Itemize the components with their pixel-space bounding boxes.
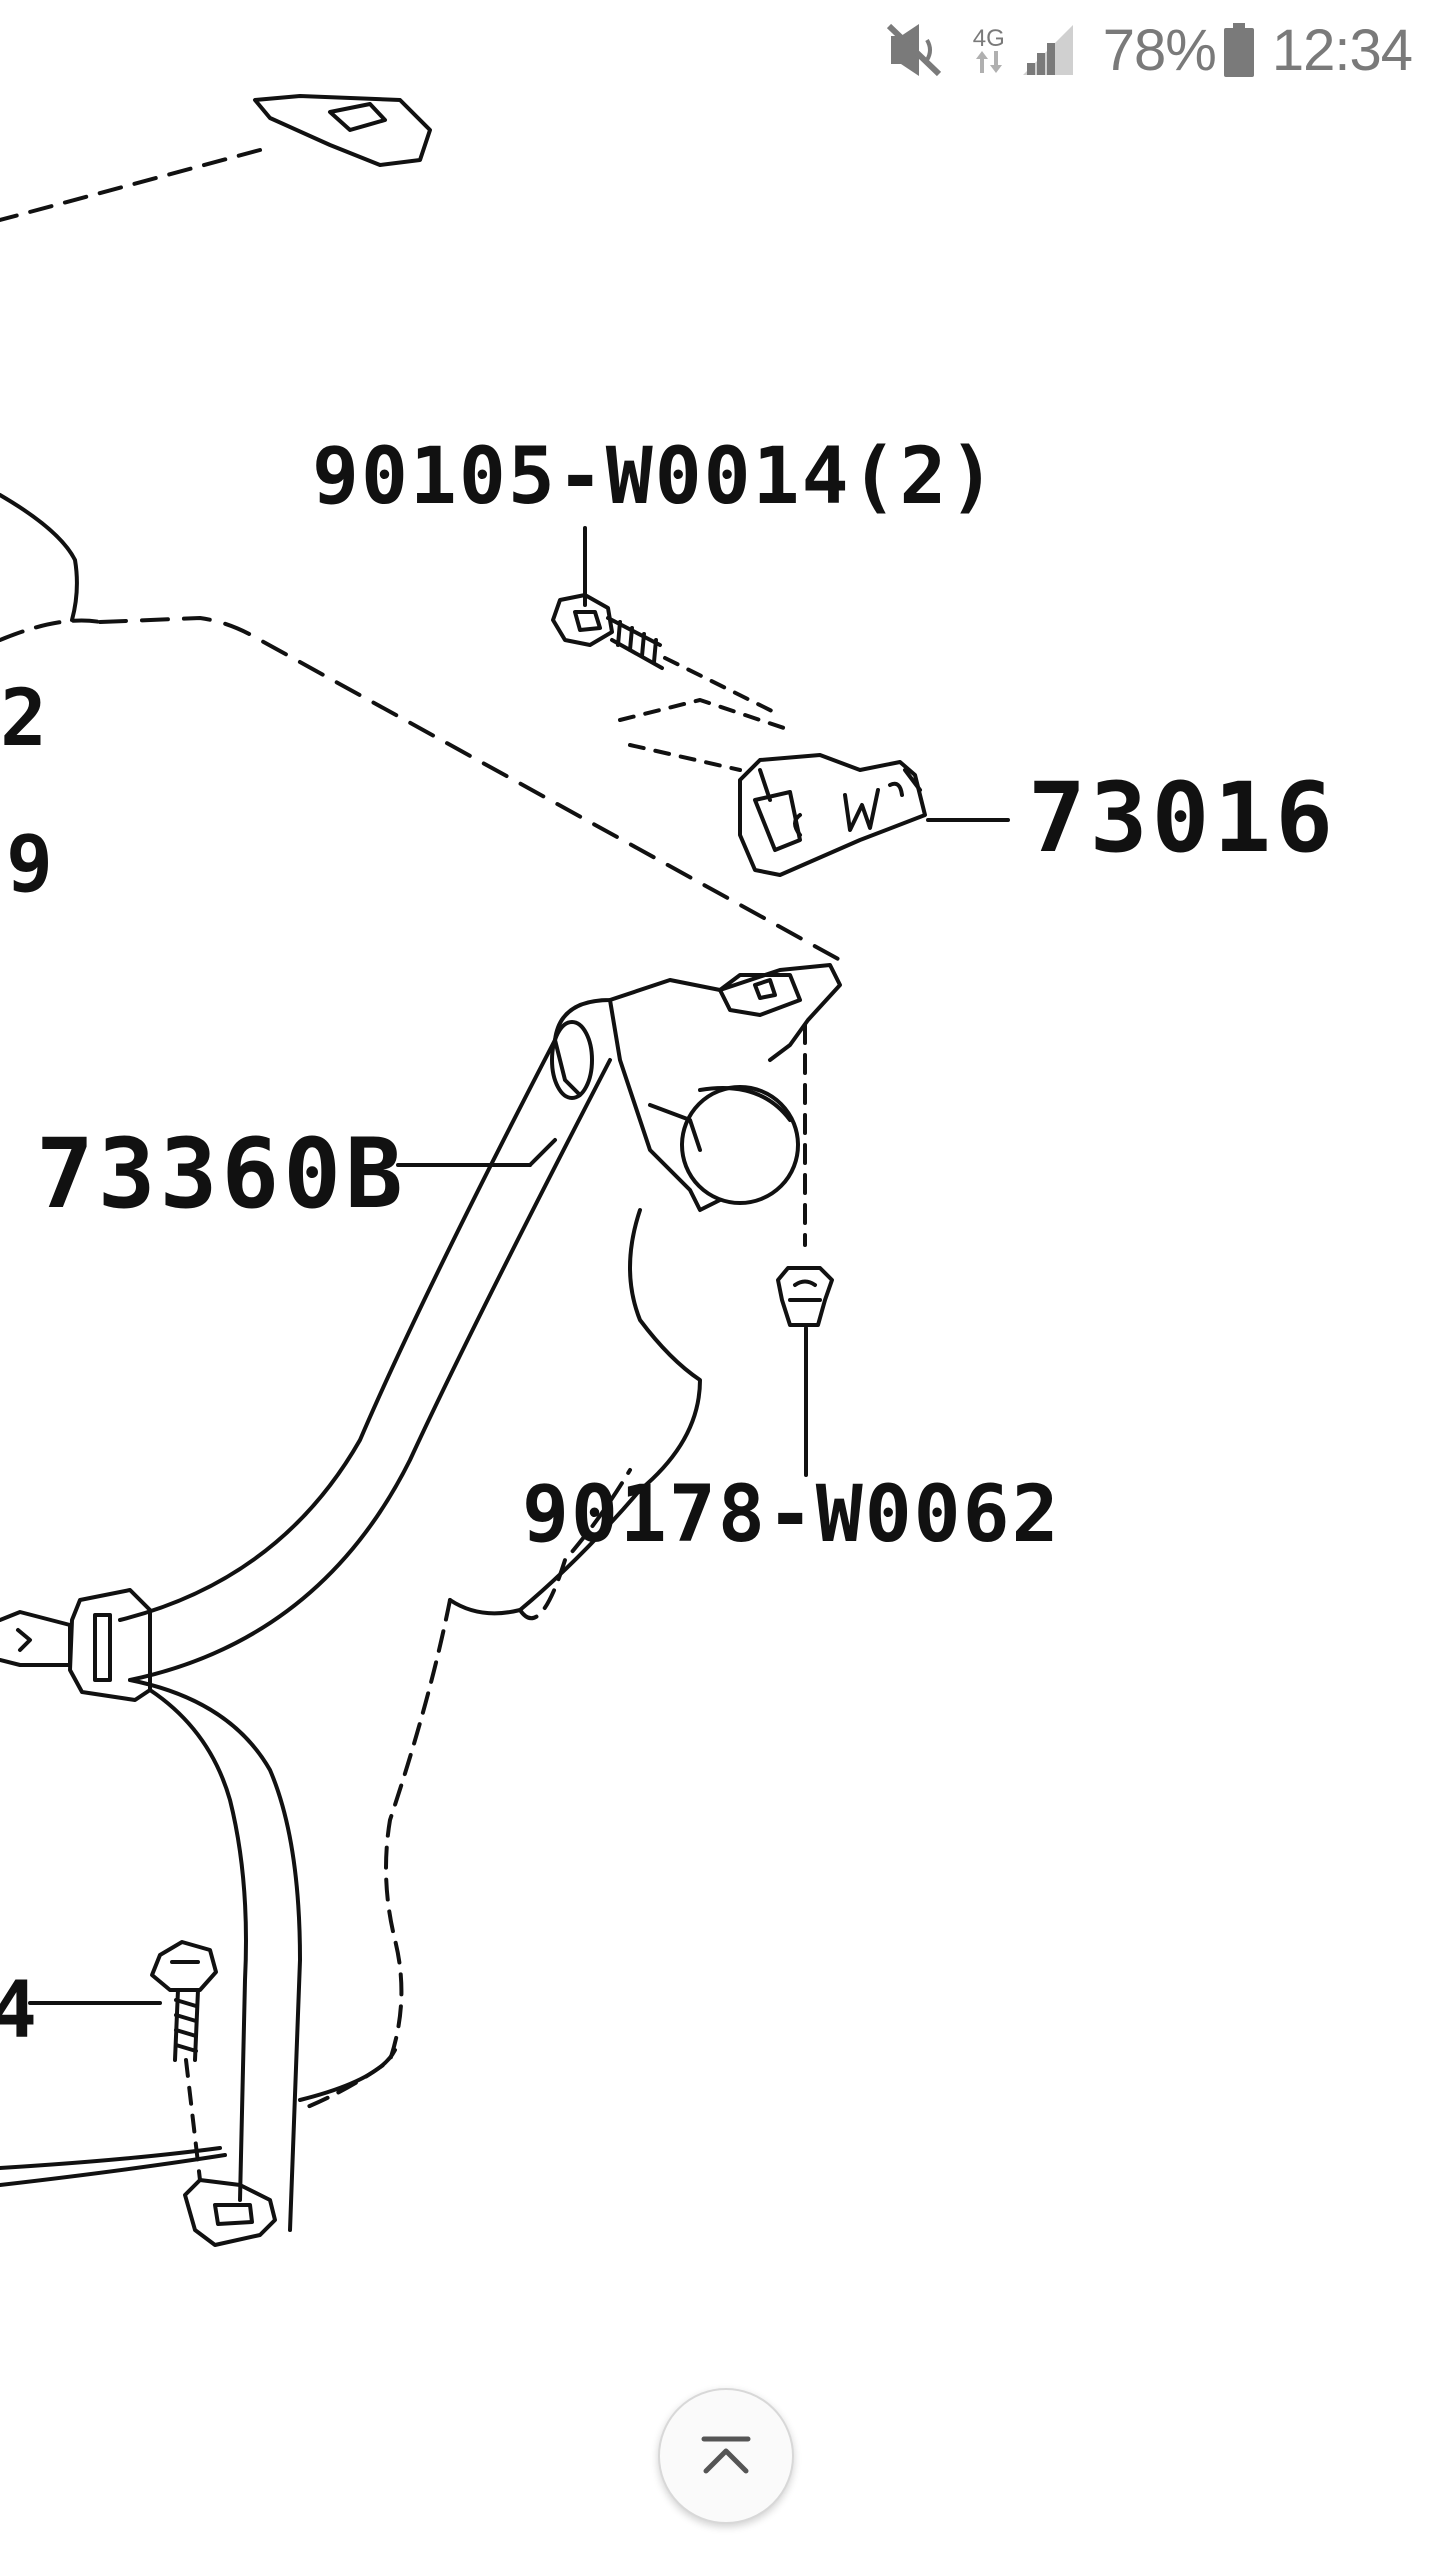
part-label-bolt-top: 90105-W0014(2) <box>312 432 998 522</box>
part-label-edge-2: 2 <box>0 674 47 764</box>
chevron-up-to-top-icon <box>701 2436 751 2474</box>
part-label-nut: 90178-W0062 <box>522 1470 1061 1560</box>
scroll-to-top-button[interactable] <box>658 2388 794 2524</box>
part-label-belt-assembly: 73360B <box>36 1118 407 1230</box>
signal-strength-icon <box>1022 25 1073 75</box>
battery-percent: 78% <box>1102 17 1217 83</box>
lower-anchor-bolt-drawing <box>150 1940 218 2182</box>
bracket-73016-drawing <box>738 753 927 877</box>
nut-90178-drawing <box>776 1266 834 1477</box>
lower-anchor-plate-drawing <box>183 2178 277 2247</box>
belt-guide-drawing <box>0 1588 152 1702</box>
part-label-bracket: 73016 <box>1028 762 1337 874</box>
status-bar: 4G 78% 12:34 <box>0 0 1440 100</box>
top-anchor-part <box>253 94 432 167</box>
network-type-text: 4G <box>972 25 1005 52</box>
retractor-73360b-drawing <box>550 963 842 1212</box>
battery-icon <box>1223 23 1254 77</box>
part-label-edge-4: 4 <box>0 1966 37 2056</box>
network-4g-icon: 4G <box>973 27 1005 73</box>
bolt-90105-drawing <box>551 526 664 670</box>
clock-time: 12:34 <box>1271 17 1413 83</box>
part-label-edge-9: 9 <box>6 820 53 910</box>
mute-vibrate-icon <box>885 22 943 78</box>
